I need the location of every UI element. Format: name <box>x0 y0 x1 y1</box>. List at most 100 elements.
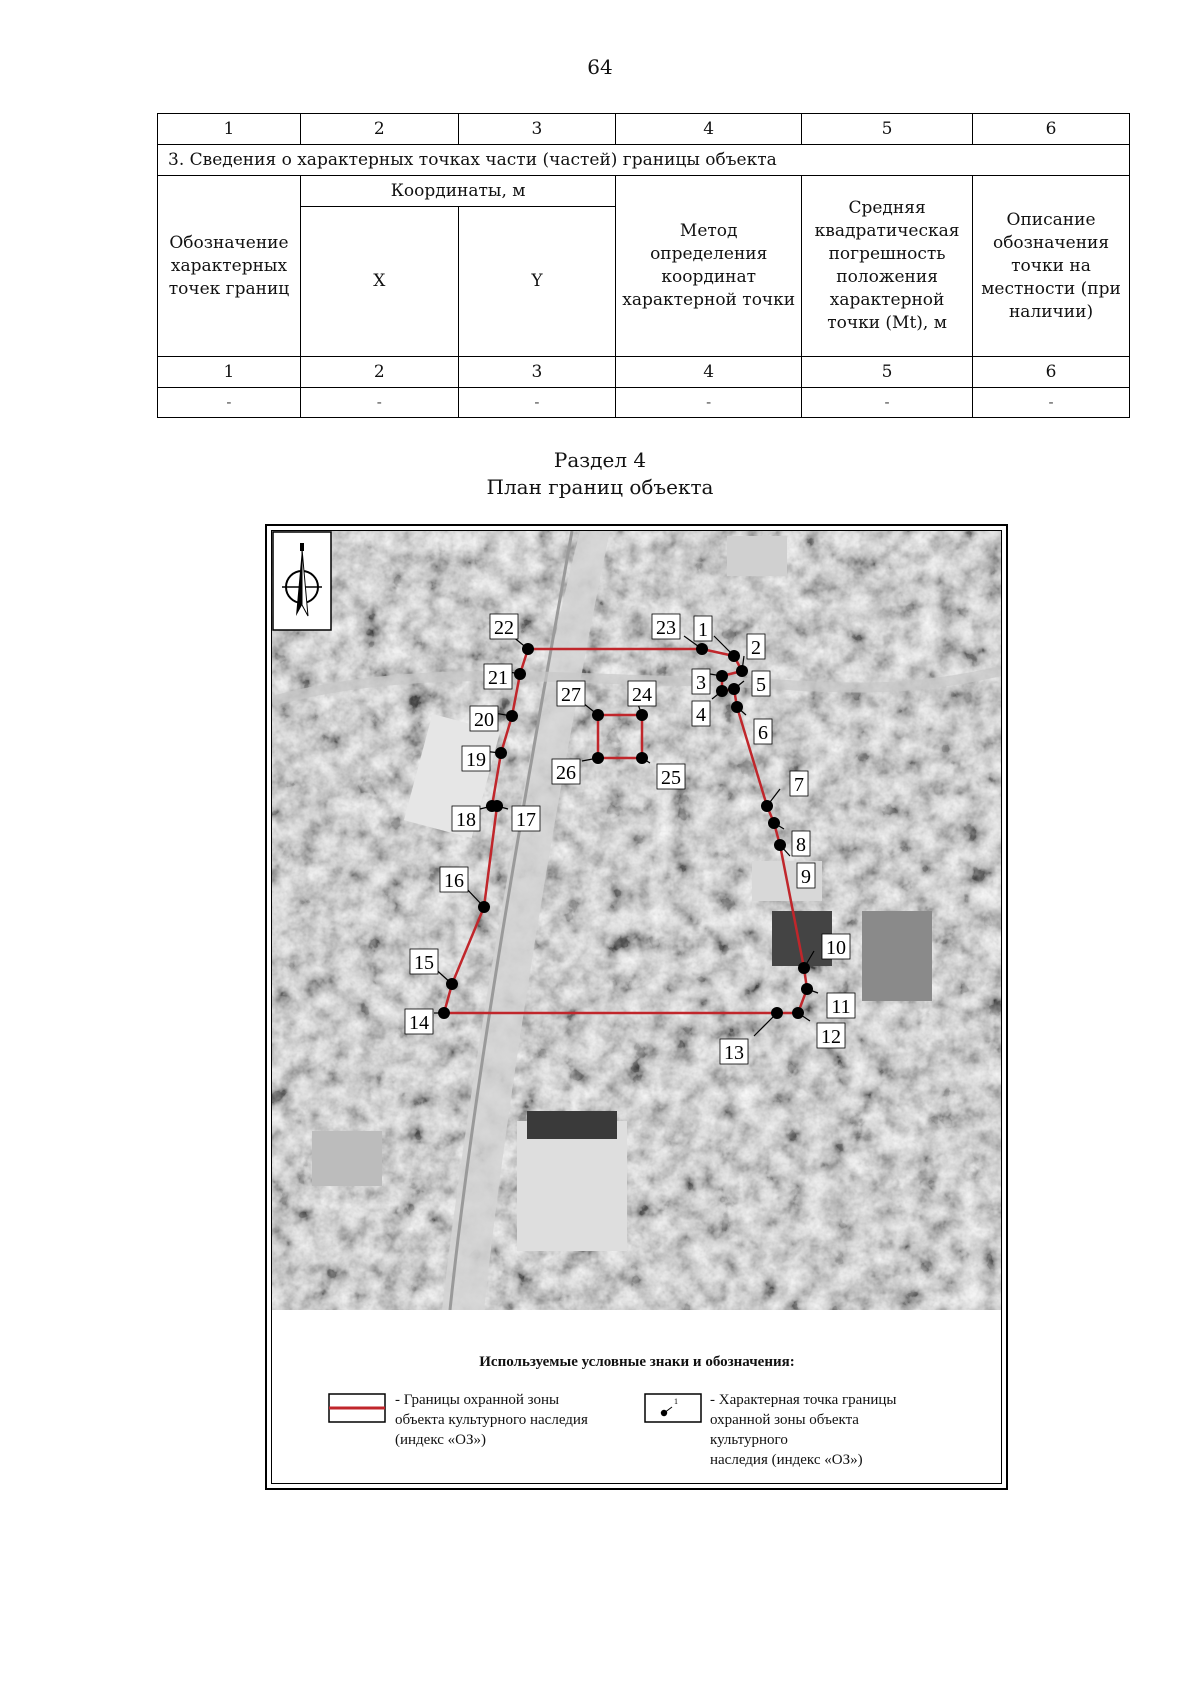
table-cell: 6 <box>972 356 1130 388</box>
point-marker <box>696 643 708 655</box>
building <box>527 1111 617 1139</box>
boundary-point: 8 <box>768 817 811 857</box>
boundary-point: 23 <box>651 613 708 655</box>
point-marker <box>716 685 728 697</box>
point-label-box <box>751 670 771 697</box>
legend-boundary-symbol <box>328 1393 386 1423</box>
point-label-box <box>404 1008 434 1035</box>
point-label: 4 <box>696 704 706 726</box>
point-label: 16 <box>444 870 464 892</box>
point-marker <box>438 1007 450 1019</box>
table-cell: - <box>615 387 803 418</box>
table-row: Обозначение характерных точек границ Коо… <box>157 175 1130 357</box>
building <box>517 1121 627 1251</box>
point-label: 26 <box>556 762 576 784</box>
table-cell: 3 <box>457 356 617 388</box>
section-subtitle: План границ объекта <box>486 475 714 499</box>
boundary-point: 14 <box>404 1007 450 1035</box>
building <box>727 536 787 576</box>
point-label-box <box>816 1022 846 1049</box>
point-marker <box>716 670 728 682</box>
point-label-box <box>691 668 711 695</box>
point-label-box <box>469 705 499 732</box>
legend-point-label: 1 <box>674 1397 678 1406</box>
point-marker <box>446 978 458 990</box>
point-marker <box>798 962 810 974</box>
point-label-box <box>627 680 657 707</box>
point-label-box <box>409 948 439 975</box>
point-label: 12 <box>821 1026 841 1048</box>
boundary-point: 18 <box>451 800 498 832</box>
header-description: Описание обозначения точки на местности … <box>972 175 1130 357</box>
map-outer-frame <box>265 524 1008 1490</box>
boundary-point: 25 <box>636 752 686 790</box>
boundary-point: 17 <box>491 800 541 832</box>
point-marker <box>478 901 490 913</box>
point-label: 21 <box>488 667 508 689</box>
header-x: X <box>299 206 459 357</box>
boundary-point: 2 <box>736 633 766 677</box>
table-cell: 2 <box>299 113 459 145</box>
point-label: 17 <box>516 809 536 831</box>
boundary-point: 24 <box>627 680 657 721</box>
point-label-box <box>556 680 586 707</box>
point-label: 19 <box>466 749 486 771</box>
boundary-point: 27 <box>556 680 604 721</box>
boundary-point: 12 <box>792 1007 846 1049</box>
boundary-point: 1 <box>693 615 740 662</box>
point-marker <box>592 709 604 721</box>
boundary-point: 7 <box>761 770 809 812</box>
point-label: 2 <box>751 637 761 659</box>
table-cell: 5 <box>801 356 974 388</box>
point-marker <box>728 650 740 662</box>
legend-point-symbol: 1 <box>644 1393 702 1423</box>
road-edge <box>448 531 574 1310</box>
boundary-point: 3 <box>691 668 728 695</box>
table-row: 3. Сведения о характерных точках части (… <box>157 144 1130 176</box>
point-label-box <box>791 830 811 857</box>
header-method: Метод определения координат характерной … <box>615 175 803 357</box>
point-label-box <box>796 862 816 889</box>
point-label-box <box>651 613 681 640</box>
point-marker <box>506 710 518 722</box>
point-label-box <box>821 933 851 960</box>
boundary-point: 10 <box>798 933 851 974</box>
point-label: 27 <box>561 684 581 706</box>
point-marker <box>771 1007 783 1019</box>
point-label: 15 <box>414 952 434 974</box>
header-error: Средняя квадратическая погрешность полож… <box>801 175 974 357</box>
point-label: 9 <box>801 866 811 888</box>
point-marker <box>486 800 498 812</box>
point-label-box <box>789 770 809 797</box>
table-cell: 2 <box>299 356 459 388</box>
point-label-box <box>719 1038 749 1065</box>
point-marker <box>731 701 743 713</box>
boundary-points-table: 1 2 3 4 5 6 3. Сведения о характерных то… <box>157 113 1130 418</box>
point-marker <box>728 683 740 695</box>
point-label: 22 <box>494 617 514 639</box>
boundary-point: 16 <box>439 866 490 913</box>
point-label: 25 <box>661 767 681 789</box>
point-label-box <box>511 805 541 832</box>
point-label: 23 <box>656 617 676 639</box>
point-label-box <box>693 615 713 642</box>
header-point-designation: Обозначение характерных точек границ <box>157 175 301 357</box>
table-row: 1 2 3 4 5 6 <box>157 113 1130 145</box>
boundary-point: 26 <box>551 752 604 785</box>
point-marker <box>592 752 604 764</box>
boundary-point: 13 <box>719 1007 783 1065</box>
point-label-box <box>753 718 773 745</box>
point-label-box <box>461 745 491 772</box>
point-marker <box>761 800 773 812</box>
table-cell: 3 <box>457 113 617 145</box>
point-label-box <box>826 992 856 1019</box>
point-marker <box>522 643 534 655</box>
boundary-point: 22 <box>489 613 534 655</box>
point-label-box <box>746 633 766 660</box>
point-marker <box>514 668 526 680</box>
side-road <box>272 666 1001 706</box>
road <box>442 531 610 1310</box>
boundary-point: 19 <box>461 745 507 772</box>
